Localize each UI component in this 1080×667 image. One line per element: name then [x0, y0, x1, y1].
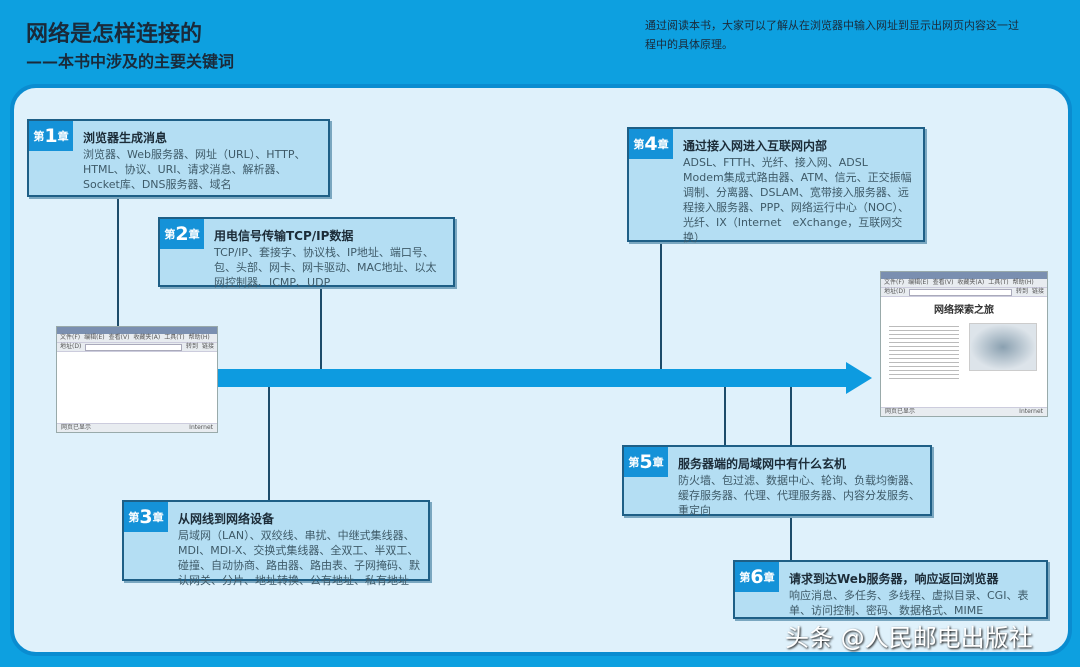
connector-ch4 — [660, 241, 662, 371]
browser-menu: 文件(F)编辑(E)查看(V)收藏夹(A)工具(T)帮助(H) — [57, 334, 217, 343]
status-zone: Internet — [1019, 408, 1043, 415]
connector-ch2 — [320, 287, 322, 371]
status-zone: Internet — [189, 424, 213, 431]
links-button[interactable]: 链接 — [201, 343, 214, 350]
address-bar: 地址(D) 转到链接 — [881, 288, 1047, 297]
web-page-title: 网络探索之旅 — [934, 305, 994, 316]
chapter-title: 浏览器生成消息 — [83, 131, 168, 145]
menu-view[interactable]: 查看(V) — [108, 334, 130, 341]
browser-menu: 文件(F)编辑(E)查看(V)收藏夹(A)工具(T)帮助(H) — [881, 279, 1047, 288]
connector-ch5 — [724, 385, 726, 446]
status-text: 网页已显示 — [61, 424, 92, 431]
browser-titlebar — [57, 327, 217, 334]
links-button[interactable]: 链接 — [1031, 288, 1044, 295]
menu-tools[interactable]: 工具(T) — [988, 279, 1009, 286]
address-bar: 地址(D) 转到链接 — [57, 343, 217, 352]
browser-content: 网络探索之旅 — [881, 297, 1047, 407]
status-text: 网页已显示 — [885, 408, 916, 415]
status-bar: 网页已显示 Internet — [57, 423, 217, 432]
chapter-keywords: 防火墙、包过滤、数据中心、轮询、负载均衡器、缓存服务器、代理、代理服务器、内容分… — [678, 474, 920, 517]
chapter-title: 请求到达Web服务器，响应返回浏览器 — [789, 572, 999, 586]
menu-file[interactable]: 文件(F) — [60, 334, 81, 341]
browser-window-blank: 文件(F)编辑(E)查看(V)收藏夹(A)工具(T)帮助(H) 地址(D) 转到链… — [56, 326, 218, 433]
page-title: 网络是怎样连接的 — [26, 22, 203, 47]
flow-arrow — [218, 369, 848, 387]
go-button[interactable]: 转到 — [185, 343, 198, 350]
watermark: 头条 @人民邮电出版社 — [785, 624, 1033, 652]
address-label: 地址(D) — [60, 343, 82, 350]
chapter-title: 从网线到网络设备 — [178, 512, 275, 526]
chapter-title: 通过接入网进入互联网内部 — [683, 139, 828, 153]
go-button[interactable]: 转到 — [1015, 288, 1028, 295]
intro-text: 通过阅读本书，大家可以了解从在浏览器中输入网址到显示出网页内容这一过程中的具体原… — [645, 19, 1019, 51]
address-input[interactable] — [909, 288, 1012, 296]
browser-content — [57, 352, 217, 423]
connector-ch1 — [117, 196, 119, 326]
menu-tools[interactable]: 工具(T) — [164, 334, 185, 341]
chapter-keywords: 响应消息、多任务、多线程、虚拟目录、CGI、表单、访问控制、密码、数据格式、MI… — [789, 589, 1029, 617]
chapter-keywords: ADSL、FTTH、光纤、接入网、ADSL Modem集成式路由器、ATM、信元… — [683, 156, 912, 244]
chapter-title: 服务器端的局域网中有什么玄机 — [678, 457, 847, 471]
browser-titlebar — [881, 272, 1047, 279]
menu-help[interactable]: 帮助(H) — [1012, 279, 1034, 286]
chapter-keywords: 局域网（LAN）、双绞线、串扰、中继式集线器、MDI、MDI-X、交换式集线器、… — [178, 529, 420, 587]
menu-help[interactable]: 帮助(H) — [188, 334, 210, 341]
browser-window-page: 文件(F)编辑(E)查看(V)收藏夹(A)工具(T)帮助(H) 地址(D) 转到链… — [880, 271, 1048, 417]
menu-edit[interactable]: 编辑(E) — [84, 334, 105, 341]
menu-favorites[interactable]: 收藏夹(A) — [957, 279, 985, 286]
address-label: 地址(D) — [884, 288, 906, 295]
menu-file[interactable]: 文件(F) — [884, 279, 905, 286]
status-bar: 网页已显示 Internet — [881, 407, 1047, 416]
chapter-title: 用电信号传输TCP/IP数据 — [214, 229, 354, 243]
page-subtitle: ——本书中涉及的主要关键词 — [26, 52, 235, 71]
fish-image — [969, 323, 1037, 371]
chapter-keywords: TCP/IP、套接字、协议栈、IP地址、端口号、包、头部、网卡、网卡驱动、MAC… — [214, 246, 437, 289]
menu-view[interactable]: 查看(V) — [932, 279, 954, 286]
menu-favorites[interactable]: 收藏夹(A) — [133, 334, 161, 341]
chapter-keywords: 浏览器、Web服务器、网址（URL）、HTTP、HTML、协议、URI、请求消息… — [83, 148, 306, 191]
address-input[interactable] — [85, 343, 182, 351]
connector-ch3 — [268, 385, 270, 501]
menu-edit[interactable]: 编辑(E) — [908, 279, 929, 286]
web-page-text — [889, 323, 959, 379]
flow-arrowhead — [846, 362, 872, 394]
